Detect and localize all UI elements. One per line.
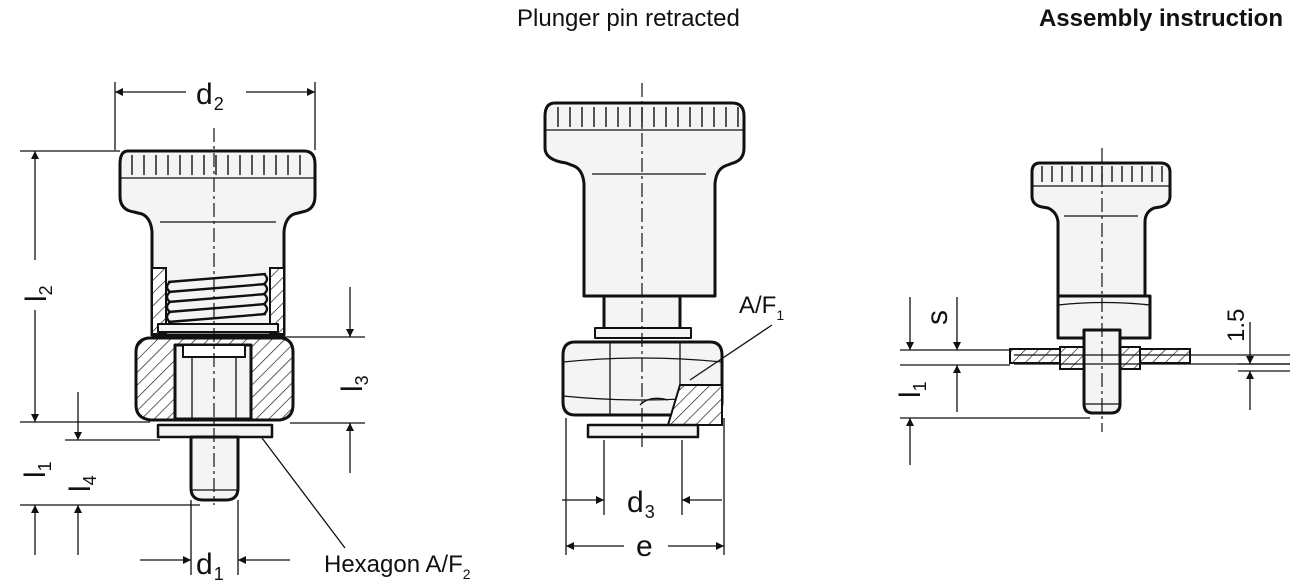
label-hexagon-sub: 2 <box>463 566 471 582</box>
svg-text:A/F1: A/F1 <box>739 292 784 323</box>
label-asm-l1-sub: 1 <box>910 381 930 391</box>
spring <box>165 272 269 324</box>
washer-retracted <box>586 423 700 439</box>
svg-text:d3: d3 <box>627 486 655 522</box>
dim-d2: d2 <box>114 78 316 150</box>
svg-text:l3: l3 <box>336 375 372 392</box>
label-e: e <box>636 530 653 563</box>
svg-text:l1: l1 <box>894 381 930 398</box>
label-l4: l <box>64 485 97 492</box>
svg-text:l1: l1 <box>19 461 55 478</box>
dim-l1-l4: l1 l4 <box>19 392 200 555</box>
label-af1: A/F <box>739 292 776 319</box>
label-hexagon: Hexagon A/F <box>324 551 463 578</box>
dim-e: e <box>565 418 725 563</box>
dim-gap: 1.5 <box>1223 309 1290 410</box>
knob-retracted <box>543 101 746 298</box>
view-plunger-extended <box>118 128 317 505</box>
label-af1-sub: 1 <box>776 307 784 323</box>
label-l4-sub: 4 <box>80 475 100 485</box>
label-d2-sub: 2 <box>214 94 224 114</box>
svg-text:l4: l4 <box>64 475 100 492</box>
label-d1: d <box>196 548 213 581</box>
plunger-pin <box>189 435 240 502</box>
label-asm-l1: l <box>894 391 927 398</box>
knob-retracted-knurling <box>557 107 739 127</box>
label-d1-sub: 1 <box>214 564 224 584</box>
label-s: s <box>921 310 954 325</box>
sleeve-wall-left <box>151 267 167 335</box>
knob-knurling <box>131 155 301 175</box>
washer <box>156 423 274 439</box>
cutaway <box>666 384 723 426</box>
heading-assembly-instruction: Assembly instruction <box>1039 5 1283 32</box>
sleeve-wall-right <box>269 267 285 335</box>
dim-d1: d1 <box>140 500 290 584</box>
dim-s: s <box>900 297 1010 351</box>
label-l3-sub: 3 <box>352 375 372 385</box>
pin-assembly <box>1082 328 1122 415</box>
label-d2: d <box>196 78 213 111</box>
hex-nut-assembly <box>1056 294 1152 340</box>
svg-text:d1: d1 <box>196 548 224 584</box>
callout-af1: A/F1 <box>689 292 784 381</box>
label-l1-sub: 1 <box>35 461 55 471</box>
label-d3: d <box>627 486 644 519</box>
dim-l3: l3 <box>270 287 372 473</box>
dim-l2: l2 <box>20 150 150 423</box>
heading-plunger-retracted: Plunger pin retracted <box>517 5 740 32</box>
label-gap: 1.5 <box>1223 309 1250 342</box>
view-plunger-retracted <box>543 83 746 448</box>
svg-text:Hexagon A/F2: Hexagon A/F2 <box>324 551 471 582</box>
dim-asm-l1: l1 <box>894 364 1090 465</box>
label-l2: l <box>20 295 53 302</box>
svg-text:d2: d2 <box>196 78 224 114</box>
knob-assembly <box>1030 161 1172 298</box>
label-l1: l <box>19 471 52 478</box>
label-l2-sub: 2 <box>36 285 56 295</box>
callout-hexagon: Hexagon A/F2 <box>261 437 471 582</box>
view-assembly <box>1009 148 1290 432</box>
dim-d3: d3 <box>562 440 722 522</box>
label-l3: l <box>336 385 369 392</box>
svg-text:l2: l2 <box>20 285 56 302</box>
label-d3-sub: 3 <box>645 502 655 522</box>
